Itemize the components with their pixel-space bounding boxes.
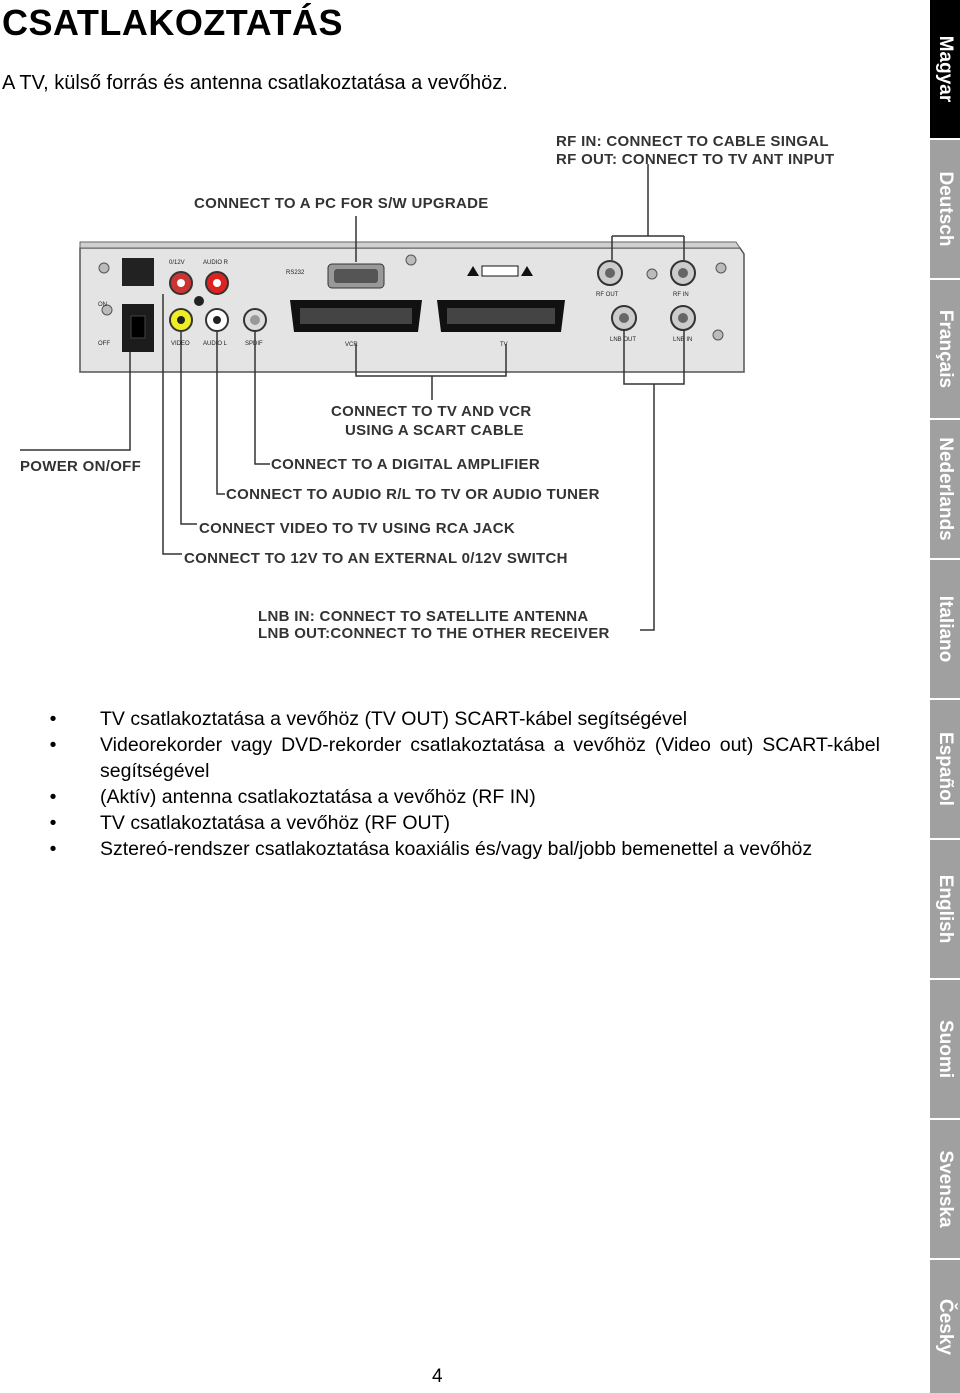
off-label: OFF xyxy=(98,341,110,347)
rf-out-label: RF OUT xyxy=(596,292,619,298)
pc-upgrade-note: CONNECT TO A PC FOR S/W UPGRADE xyxy=(194,195,489,212)
amplifier-note: CONNECT TO A DIGITAL AMPLIFIER xyxy=(271,456,540,473)
tab-svenska[interactable]: Svenska xyxy=(930,1120,960,1260)
spdif-label: SPDIF xyxy=(245,341,263,347)
tab-italiano[interactable]: Italiano xyxy=(930,560,960,700)
page-title: CSATLAKOZTATÁS xyxy=(2,2,343,43)
tab-label: Česky xyxy=(935,1298,956,1355)
scart-note-line2: USING A SCART CABLE xyxy=(345,422,524,439)
tab-label: Nederlands xyxy=(935,437,956,541)
v12-label: 0/12V xyxy=(169,260,185,266)
audio-r-label: AUDIO R xyxy=(203,260,229,266)
on-label: ON xyxy=(98,302,107,308)
lnb-out-label: LNB OUT xyxy=(610,337,636,343)
rf-in-note: RF IN: CONNECT TO CABLE SINGAL xyxy=(556,133,829,150)
tab-label: Italiano xyxy=(935,595,956,663)
video-note: CONNECT VIDEO TO TV USING RCA JACK xyxy=(199,520,515,537)
bullet-icon: • xyxy=(49,786,57,808)
connection-list: • TV csatlakoztatása a vevőhöz (TV OUT) S… xyxy=(46,706,880,862)
audio-note: CONNECT TO AUDIO R/L TO TV OR AUDIO TUNE… xyxy=(226,486,600,503)
list-item: • (Aktív) antenna csatlakoztatása a vevőh… xyxy=(46,784,880,810)
bullet-icon: • xyxy=(49,812,57,834)
tab-label: Deutsch xyxy=(935,171,956,247)
list-item: • Sztereó-rendszer csatlakoztatása koaxiá… xyxy=(46,836,880,862)
vcr-label: VCR xyxy=(345,342,358,348)
list-item: • Videorekorder vagy DVD-rekorder csatlak… xyxy=(46,732,880,784)
lnb-in-label: LNB IN xyxy=(673,337,692,343)
tab-label: Français xyxy=(935,309,956,389)
bullet-icon: • xyxy=(49,708,57,730)
list-item-text: TV csatlakoztatása a vevőhöz (RF OUT) xyxy=(100,812,451,834)
receiver-rear-panel: ON OFF 0/12V AUDIO R VIDEO AUDIO L SPDIF… xyxy=(79,241,745,373)
list-item-text: Videorekorder vagy DVD-rekorder csatlako… xyxy=(100,734,880,782)
list-item-text: (Aktív) antenna csatlakoztatása a vevőhö… xyxy=(100,786,536,808)
lnb-out-note: LNB OUT:CONNECT TO THE OTHER RECEIVER xyxy=(258,625,610,642)
tab-francais[interactable]: Français xyxy=(930,280,960,420)
list-item-text: Sztereó-rendszer csatlakoztatása koaxiál… xyxy=(100,838,813,860)
tab-suomi[interactable]: Suomi xyxy=(930,980,960,1120)
tab-label: Suomi xyxy=(935,1019,956,1079)
tab-magyar[interactable]: Magyar xyxy=(930,0,960,140)
tab-english[interactable]: English xyxy=(930,840,960,980)
tab-label: Español xyxy=(935,732,956,806)
intro-text: A TV, külső forrás és antenna csatlakozt… xyxy=(2,72,508,94)
audio-l-label: AUDIO L xyxy=(203,341,228,347)
tv-label: TV xyxy=(500,342,508,348)
power-note: POWER ON/OFF xyxy=(20,458,141,475)
12v-note: CONNECT TO 12V TO AN EXTERNAL 0/12V SWIT… xyxy=(184,550,568,567)
list-item: • TV csatlakoztatása a vevőhöz (RF OUT) xyxy=(46,810,880,836)
tab-label: Svenska xyxy=(935,1150,956,1228)
scart-note-line1: CONNECT TO TV AND VCR xyxy=(331,403,531,420)
tab-espanol[interactable]: Español xyxy=(930,700,960,840)
tab-nederlands[interactable]: Nederlands xyxy=(930,420,960,560)
rs232-label: RS232 xyxy=(286,270,305,276)
leader-lines xyxy=(20,164,685,631)
rf-in-label: RF IN xyxy=(673,292,689,298)
list-item: • TV csatlakoztatása a vevőhöz (TV OUT) S… xyxy=(46,706,880,732)
list-item-text: TV csatlakoztatása a vevőhöz (TV OUT) SC… xyxy=(100,708,688,730)
bullet-icon: • xyxy=(49,734,57,756)
receiver-connection-diagram: ON OFF 0/12V AUDIO R VIDEO AUDIO L SPDIF… xyxy=(20,133,834,642)
tab-label: Magyar xyxy=(935,35,956,103)
language-sidebar: Magyar Deutsch Français Nederlands Itali… xyxy=(930,0,960,1393)
lnb-in-note: LNB IN: CONNECT TO SATELLITE ANTENNA xyxy=(258,608,589,625)
page-number: 4 xyxy=(432,1366,443,1387)
bullet-icon: • xyxy=(49,838,57,860)
tab-deutsch[interactable]: Deutsch xyxy=(930,140,960,280)
tab-cesky[interactable]: Česky xyxy=(930,1260,960,1393)
tab-label: English xyxy=(935,874,956,944)
rf-out-note: RF OUT: CONNECT TO TV ANT INPUT xyxy=(556,151,834,168)
